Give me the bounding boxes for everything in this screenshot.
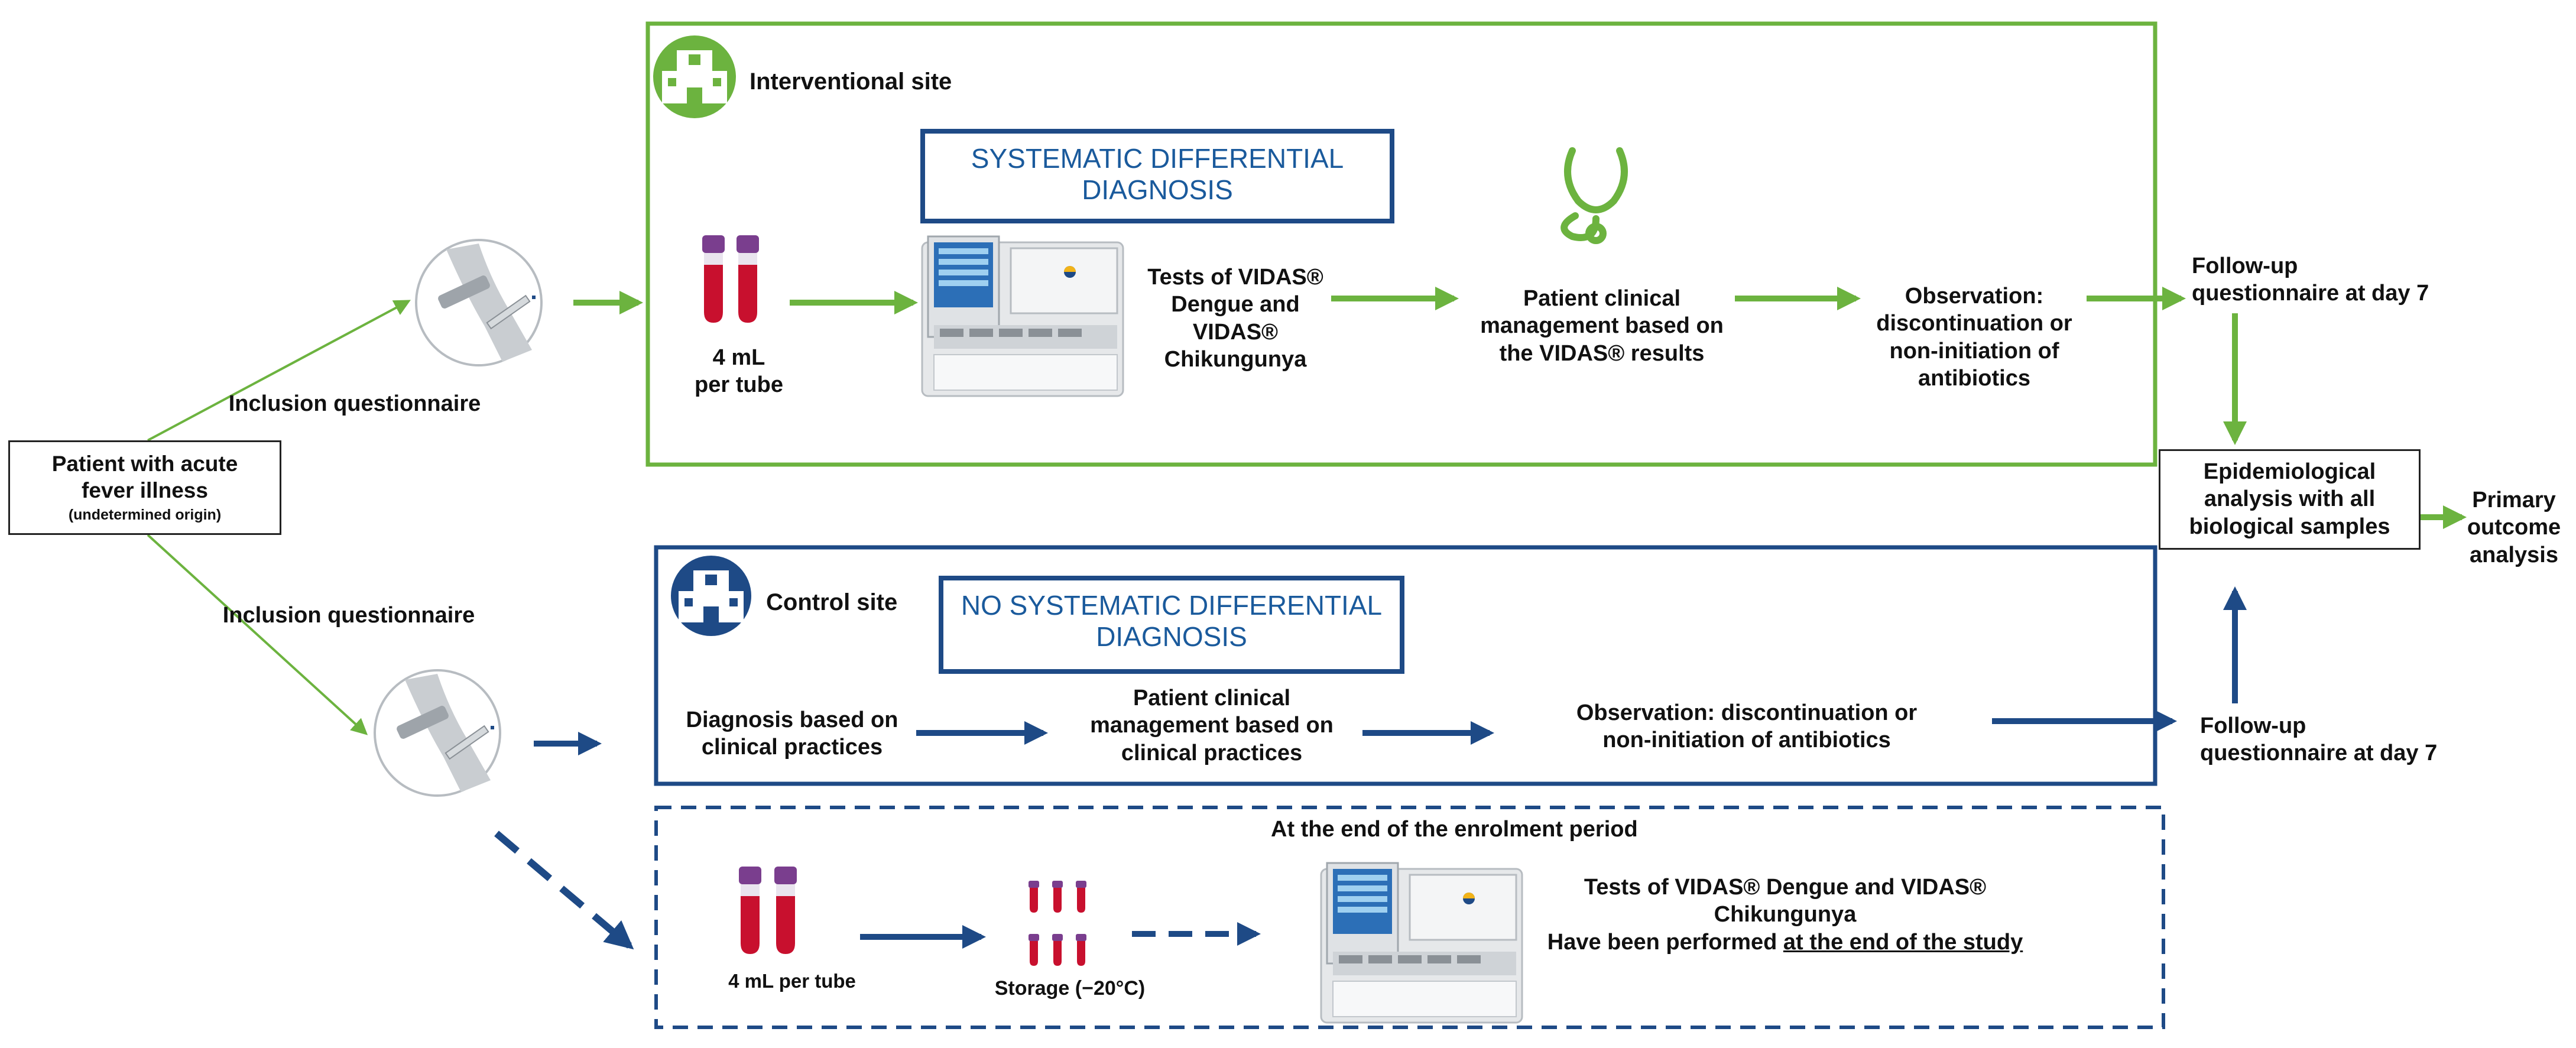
enrolment-tube-label: 4 mL per tube	[728, 970, 856, 992]
patient-origin-label: (undetermined origin)	[68, 507, 222, 524]
enrolment-header-label: At the end of the enrolment period	[1271, 817, 1638, 842]
no-systematic-diagnosis-box: NO SYSTEMATIC DIFFERENTIAL DIAGNOSIS	[939, 576, 1404, 674]
observation-control-label: Observation: discontinuation or non-init…	[1576, 700, 1918, 753]
control-site-title: Control site	[766, 589, 898, 615]
blood-tube-icon	[739, 867, 761, 954]
patient-label: Patient with acute	[51, 452, 238, 476]
patient-label: fever illness	[82, 478, 208, 503]
blood-draw-icon-top	[415, 239, 543, 366]
tube-volume-label: 4 mL per tube	[695, 345, 783, 398]
patient-box: Patient with acute fever illness (undete…	[8, 440, 281, 535]
blood-draw-icon-bottom	[374, 669, 501, 797]
hospital-icon-control	[671, 556, 751, 636]
no-systematic-diagnosis-label: NO SYSTEMATIC DIFFERENTIAL	[961, 590, 1383, 621]
storage-tube-icon	[1029, 881, 1039, 913]
blood-tube-icon	[774, 867, 797, 954]
patient-management-vidas-label: Patient clinical management based on the…	[1480, 286, 1724, 366]
storage-tube-icon	[1076, 934, 1086, 966]
followup-top-label: Follow-up questionnaire at day 7	[2192, 254, 2429, 306]
blood-tube-icon	[702, 235, 725, 323]
hospital-icon-interventional	[653, 35, 736, 118]
patient-management-clinical-label: Patient clinical management based on cli…	[1090, 686, 1334, 765]
storage-tube-icon	[1076, 881, 1086, 913]
enrolment-tests-label: Tests of VIDAS® Dengue and VIDAS® Chikun…	[1547, 875, 2023, 955]
tests-vidas-label: Tests of VIDAS® Dengue and VIDAS® Chikun…	[1147, 265, 1323, 372]
primary-outcome-label: Primary outcome analysis	[2467, 488, 2561, 567]
interventional-site-frame	[645, 21, 2158, 467]
storage-tube-icon	[1052, 934, 1063, 966]
inclusion-questionnaire-bottom: Inclusion questionnaire	[222, 603, 475, 628]
no-systematic-diagnosis-label: DIAGNOSIS	[1096, 621, 1247, 652]
storage-tube-icon	[1052, 881, 1063, 913]
inclusion-questionnaire-top: Inclusion questionnaire	[228, 391, 481, 416]
systematic-diagnosis-label: SYSTEMATIC DIFFERENTIAL	[971, 143, 1344, 174]
followup-bottom-label: Follow-up questionnaire at day 7	[2200, 713, 2438, 766]
blood-tube-icon	[737, 235, 759, 323]
systematic-diagnosis-label: DIAGNOSIS	[1082, 174, 1233, 205]
analyzer-icon-interventional	[921, 235, 1124, 397]
inclusion-line-top	[147, 300, 411, 442]
diagnosis-clinical-label: Diagnosis based on clinical practices	[686, 708, 898, 760]
arrow-navy-dashed	[494, 830, 634, 950]
enrolment-dashed-frame	[654, 806, 2165, 1029]
stethoscope-icon	[1560, 147, 1628, 244]
control-site-frame	[654, 545, 2158, 786]
observation-interventional-label: Observation: discontinuation or non-init…	[1876, 284, 2072, 391]
storage-label: Storage (−20°C)	[994, 977, 1146, 1000]
inclusion-line-bottom	[147, 534, 368, 735]
systematic-diagnosis-box: SYSTEMATIC DIFFERENTIAL DIAGNOSIS	[920, 129, 1394, 223]
storage-tube-icon	[1029, 934, 1039, 966]
analyzer-icon-enrolment	[1320, 862, 1523, 1024]
interventional-site-title: Interventional site	[750, 69, 952, 95]
epidemiological-analysis-box: Epidemiological analysis with all biolog…	[2159, 449, 2421, 550]
